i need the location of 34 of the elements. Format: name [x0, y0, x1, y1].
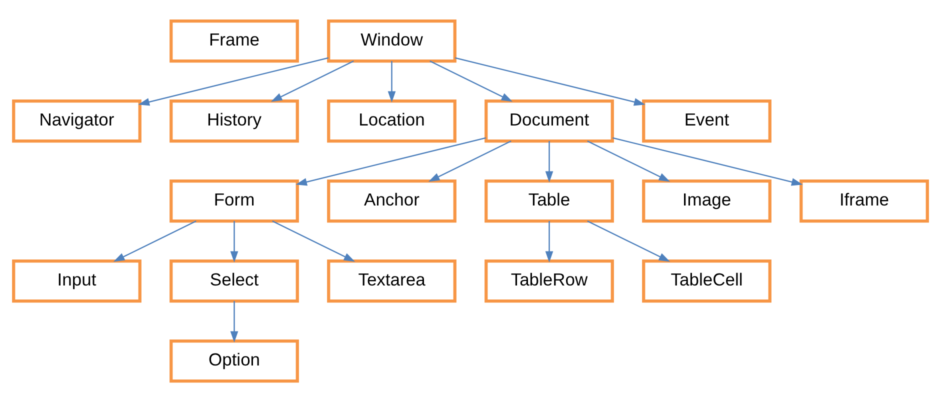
node-box: Image	[642, 178, 772, 222]
node-box: History	[170, 98, 299, 142]
arrow	[272, 220, 356, 262]
node-box: TableRow	[484, 258, 614, 302]
arrow	[454, 56, 646, 106]
node-box: Window	[327, 18, 456, 62]
node-box: Form	[170, 178, 299, 222]
arrow	[587, 220, 670, 262]
arrow	[270, 60, 354, 102]
arrow	[230, 220, 238, 262]
node-box: Frame	[170, 18, 299, 62]
node-box: Event	[642, 98, 772, 142]
node-box: Location	[327, 98, 456, 142]
node-box: Select	[170, 258, 299, 302]
arrow	[545, 140, 554, 182]
node-box: Document	[484, 98, 614, 142]
node-box: Option	[170, 338, 299, 382]
arrow	[545, 220, 554, 262]
arrow	[388, 60, 396, 102]
arrow	[138, 56, 329, 106]
arrow	[113, 220, 196, 262]
arrow	[587, 140, 670, 182]
arrow	[230, 300, 238, 342]
node-box: Table	[484, 178, 614, 222]
arrow	[430, 60, 513, 102]
arrow	[612, 136, 803, 186]
node-box: Textarea	[327, 258, 456, 302]
node-box: TableCell	[642, 258, 772, 302]
arrow	[428, 140, 512, 182]
node-box: Iframe	[800, 178, 929, 222]
node-box: Input	[12, 258, 142, 302]
arrow	[296, 136, 486, 186]
node-box: Anchor	[327, 178, 456, 222]
node-box: Navigator	[12, 98, 142, 142]
